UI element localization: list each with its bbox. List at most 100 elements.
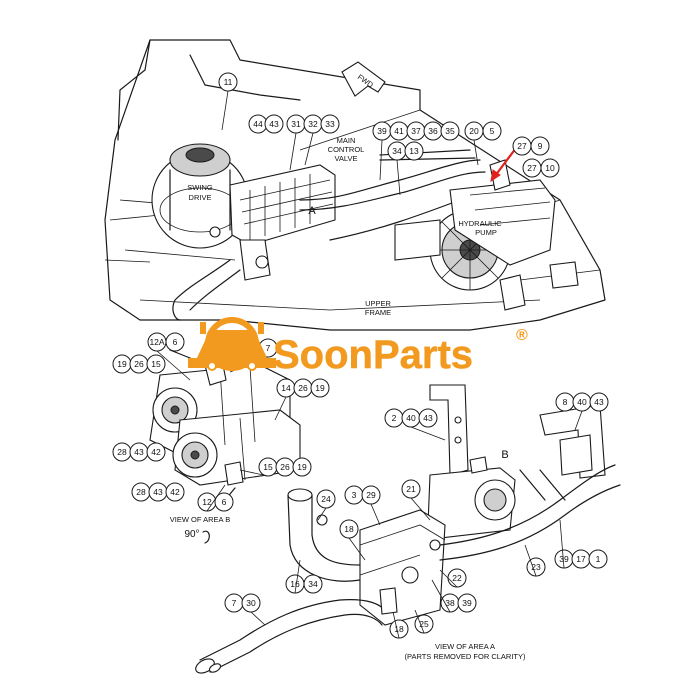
callout-group: 11 44 43 31 32 33 39 41 37 36 35 20 5 34… — [112, 72, 609, 639]
soonparts-watermark: SoonParts ® — [188, 317, 528, 377]
callout: 13 — [404, 141, 424, 161]
callout: 34 — [387, 141, 407, 161]
callout-number: 34 — [392, 146, 402, 156]
callout-number: 12 — [202, 497, 212, 507]
callout: 43 — [264, 114, 284, 134]
callout: 30 — [241, 593, 261, 613]
callout: 19 — [310, 378, 330, 398]
hydraulic-pump-label-line-2: PUMP — [475, 228, 497, 237]
callout-number: 6 — [222, 497, 227, 507]
callout: 38 — [440, 593, 460, 613]
callout: 18 — [339, 519, 359, 539]
callout-number: 31 — [291, 119, 301, 129]
callout: 28 — [131, 482, 151, 502]
area-b-marker: B — [501, 449, 508, 461]
callout-number: 17 — [576, 554, 586, 564]
callout: 31 — [286, 114, 306, 134]
callout: 26 — [275, 457, 295, 477]
callout-number: 25 — [419, 619, 429, 629]
car-gear-logo-icon — [188, 317, 276, 371]
main-control-valve-label-line-2: CONTROL — [328, 145, 365, 154]
callout: 18 — [389, 619, 409, 639]
callout-number: 13 — [409, 146, 419, 156]
fwd-arrow: FWD — [341, 61, 386, 97]
callout: 27 — [512, 136, 532, 156]
callout: 19 — [292, 457, 312, 477]
hydraulic-pump-label-line-1: HYDRAULIC — [458, 219, 502, 228]
callout: 20 — [464, 121, 484, 141]
view-area-a-label-line-2: (PARTS REMOVED FOR CLARITY) — [405, 652, 526, 661]
callout-number: 39 — [559, 554, 569, 564]
callout-number: 42 — [170, 487, 180, 497]
callout-number: 41 — [394, 126, 404, 136]
callout-number: 7 — [266, 343, 271, 353]
upper-frame-label-line-1: UPPER — [365, 299, 391, 308]
callout: 5 — [482, 121, 502, 141]
callout: 43 — [148, 482, 168, 502]
callout-number: 3 — [352, 490, 357, 500]
callout-number: 1 — [596, 554, 601, 564]
callout-number: 35 — [445, 126, 455, 136]
registered-mark: ® — [516, 327, 528, 344]
callout-number: 24 — [321, 494, 331, 504]
callout-number: 44 — [253, 119, 263, 129]
callout: 43 — [589, 392, 609, 412]
rotation-label: 90° — [184, 529, 199, 540]
callout: 32 — [303, 114, 323, 134]
callout: 42 — [165, 482, 185, 502]
callout-number: 26 — [298, 383, 308, 393]
callout: 26 — [129, 354, 149, 374]
callout: 40 — [401, 408, 421, 428]
callout-number: 15 — [263, 462, 273, 472]
callout-number: 29 — [366, 490, 376, 500]
callout-number: 40 — [406, 413, 416, 423]
callout-number: 26 — [280, 462, 290, 472]
callout-number: 19 — [297, 462, 307, 472]
callout-number: 20 — [469, 126, 479, 136]
callout-number: 27 — [527, 163, 537, 173]
callout: 1 — [588, 549, 608, 569]
callout: 21 — [401, 479, 421, 499]
callout-number: 26 — [134, 359, 144, 369]
callout: 15 — [258, 457, 278, 477]
main-control-valve-label-line-3: VALVE — [334, 154, 357, 163]
callout: 17 — [571, 549, 591, 569]
callout-number: 42 — [151, 447, 161, 457]
callout-number: 28 — [117, 447, 127, 457]
callout-number: 43 — [153, 487, 163, 497]
callout-number: 39 — [377, 126, 387, 136]
callout: 23 — [526, 557, 546, 577]
callout: 37 — [406, 121, 426, 141]
callout: 11 — [218, 72, 238, 92]
callout-number: 21 — [406, 484, 416, 494]
callout-number: 5 — [490, 126, 495, 136]
callout-number: 28 — [136, 487, 146, 497]
callout-number: 39 — [462, 598, 472, 608]
callout: 16 — [285, 574, 305, 594]
view-area-a-label-line-1: VIEW OF AREA A — [435, 642, 495, 651]
callout: 8 — [555, 392, 575, 412]
callout: 43 — [129, 442, 149, 462]
callout: 24 — [316, 489, 336, 509]
swing-drive-label-line-1: SWING — [187, 183, 213, 192]
rotation-arrow-icon — [202, 530, 210, 544]
callout-number: 11 — [224, 77, 233, 87]
callout: 29 — [361, 485, 381, 505]
callout-number: 23 — [531, 562, 541, 572]
callout-number: 8 — [563, 397, 568, 407]
callout: 44 — [248, 114, 268, 134]
leader-lines — [156, 90, 583, 639]
callout: 33 — [320, 114, 340, 134]
area-a-marker: A — [308, 205, 316, 217]
callout-number: 43 — [423, 413, 433, 423]
callout: 9 — [530, 136, 550, 156]
upper-frame-label-line-2: FRAME — [365, 308, 391, 317]
callout: 15 — [146, 354, 166, 374]
callout-number: 43 — [594, 397, 604, 407]
callout: 6 — [165, 332, 185, 352]
callout-number: 40 — [577, 397, 587, 407]
callout: 43 — [418, 408, 438, 428]
callout: 14 — [276, 378, 296, 398]
